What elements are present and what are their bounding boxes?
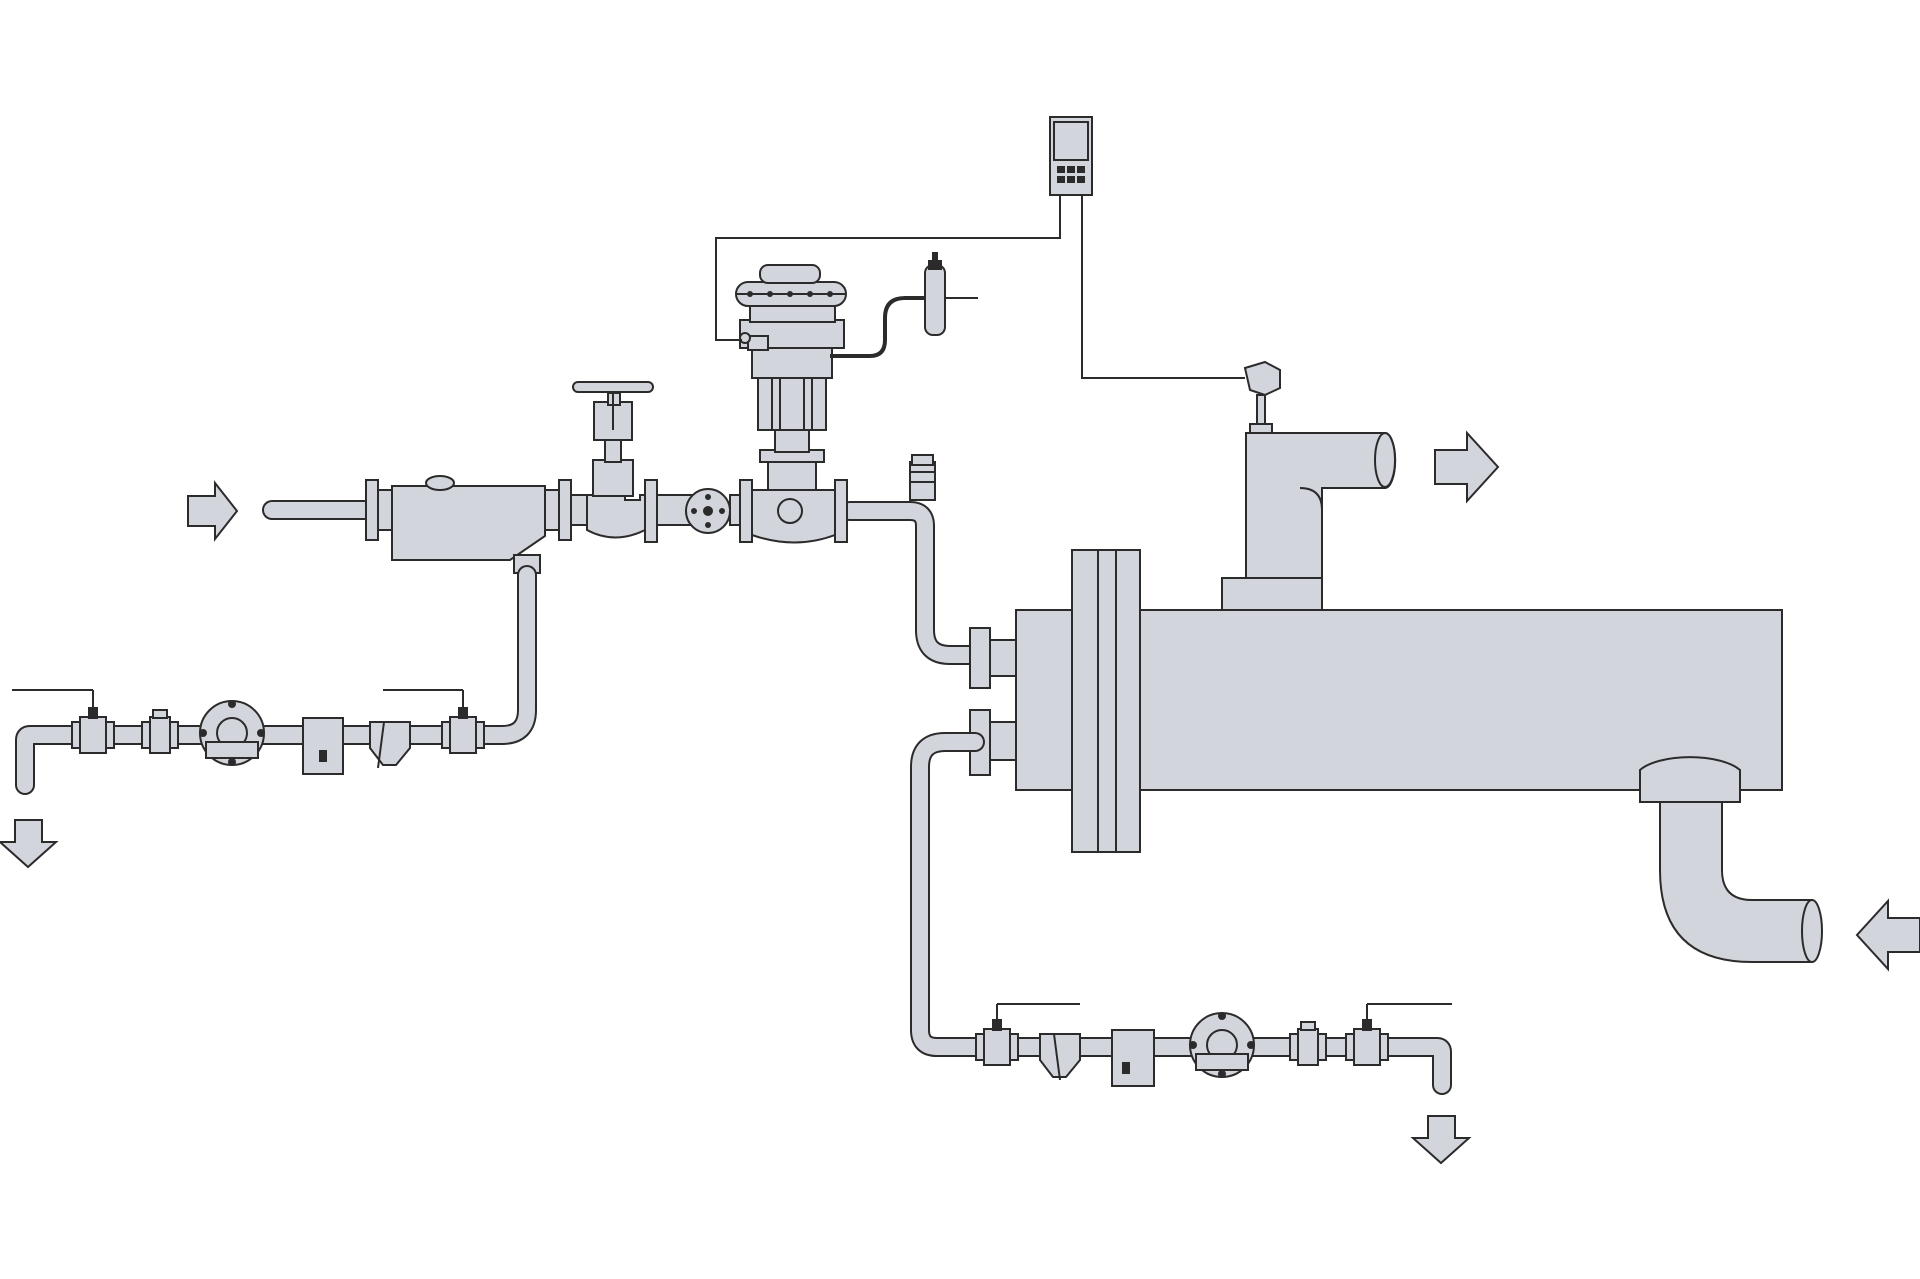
temperature-sensor (1243, 360, 1281, 435)
bottom-ball-valve-inner (975, 1003, 1080, 1066)
steam-inlet-nozzle (969, 627, 1017, 689)
product-outlet-arrow (1434, 430, 1500, 504)
product-inlet-arrow (1855, 898, 1920, 972)
air-filter-regulator (830, 252, 978, 358)
valve-positioner (739, 332, 769, 351)
exchanger-drain-pipe (910, 732, 1452, 1095)
globe-stop-valve (570, 381, 658, 543)
air-vent (909, 454, 936, 501)
pneumatic-actuator (735, 264, 847, 431)
exchanger-drain-arrow (1410, 1115, 1472, 1165)
left-strainer (369, 721, 411, 769)
signal-wiring (715, 195, 1245, 379)
sight-glass (656, 488, 741, 534)
bottom-test-valve (1111, 1029, 1155, 1087)
left-check-valve (141, 709, 179, 754)
bottom-ball-valve-outer (1345, 1003, 1452, 1066)
separator-drain-pipe (15, 565, 537, 795)
control-valve (739, 429, 848, 544)
left-steam-trap (199, 700, 265, 766)
separator-drain-arrow (0, 819, 59, 869)
controller (1049, 116, 1093, 196)
steam-main-pipe (262, 500, 985, 665)
steam-separator (365, 475, 572, 574)
heat-exchanger-shell (1015, 549, 1783, 853)
left-test-valve (302, 717, 344, 775)
left-ball-valve-inner (383, 689, 485, 754)
product-outlet-pipe (1221, 432, 1397, 633)
bottom-steam-trap (1189, 1012, 1255, 1078)
bottom-check-valve (1289, 1021, 1327, 1066)
left-ball-valve-outer (12, 689, 115, 754)
steam-inlet-arrow (187, 480, 239, 542)
bottom-strainer (1039, 1033, 1081, 1081)
product-inlet-pipe (1639, 756, 1823, 963)
